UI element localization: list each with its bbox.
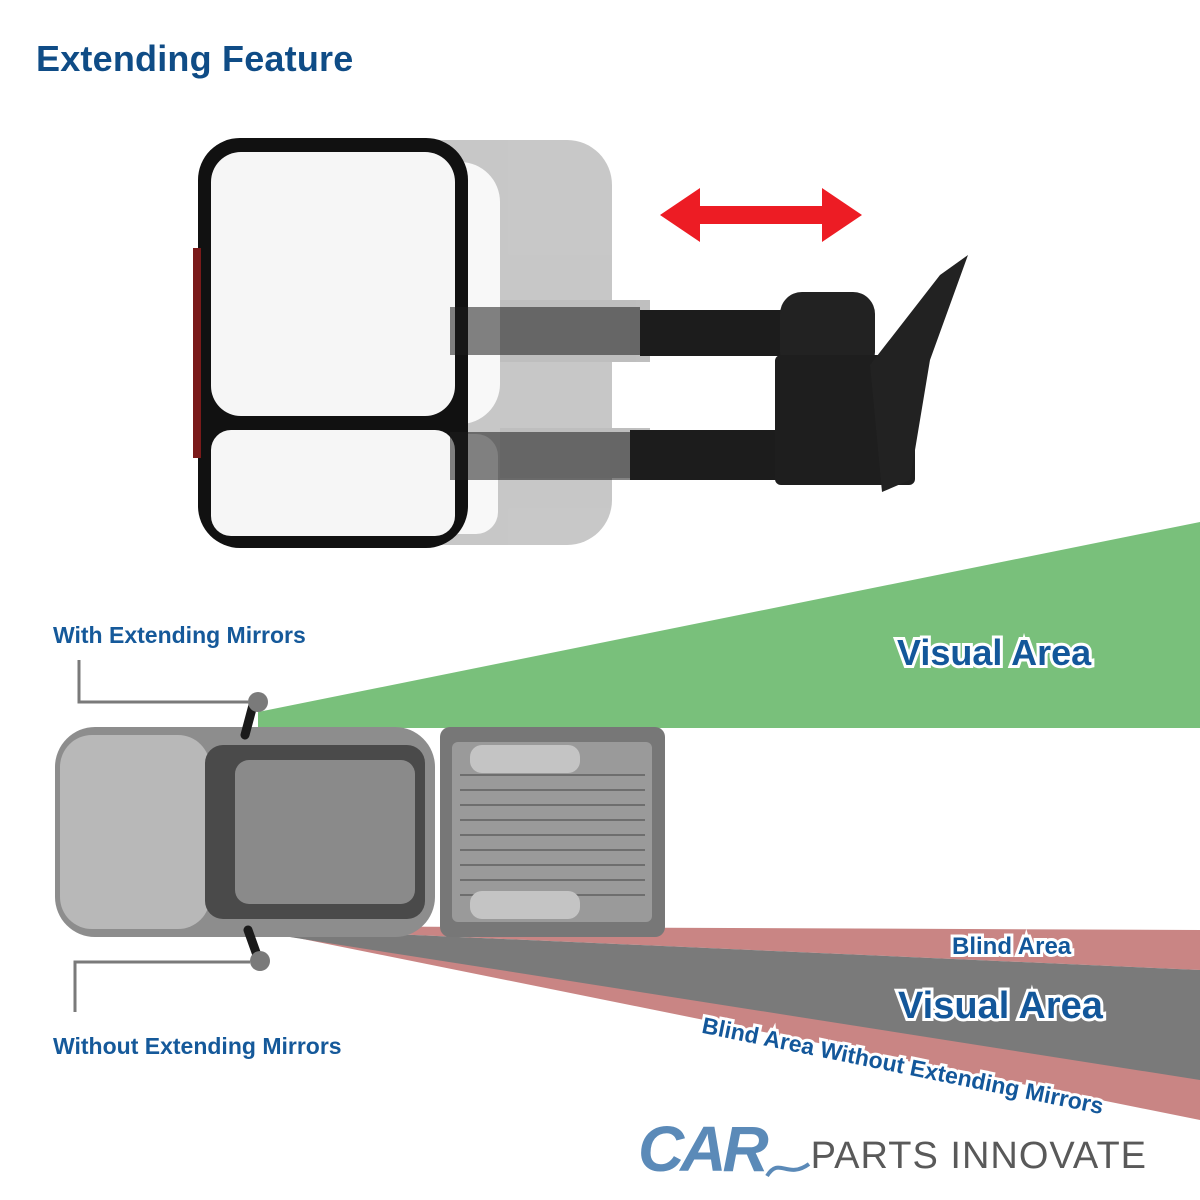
retracted-mirror — [193, 138, 468, 548]
with-mirrors-label: With Extending Mirrors — [53, 622, 306, 648]
logo-car-mark: CAR — [638, 1113, 769, 1185]
truck-top-view — [55, 727, 665, 937]
logo-swoosh-icon — [764, 1162, 810, 1178]
mirror-arm-top — [240, 700, 258, 740]
page-title: Extending Feature — [36, 38, 354, 79]
blind-area-top-label: Blind Area — [949, 930, 1074, 963]
standard-visual-zone — [258, 928, 1200, 1080]
brand-logo: CAR PARTS INNOVATE — [638, 1112, 1147, 1186]
mirror-point-top — [248, 692, 268, 712]
leader-lines — [73, 660, 250, 1012]
mirror-arms — [450, 255, 968, 492]
mirror-point-bottom — [250, 951, 270, 971]
standard-visual-label: Visual Area — [895, 982, 1106, 1030]
double-arrow-icon — [660, 188, 862, 242]
logo-wordmark: PARTS INNOVATE — [810, 1135, 1148, 1177]
without-mirrors-label: Without Extending Mirrors — [53, 1033, 342, 1059]
extended-visual-zone — [258, 522, 1200, 728]
blind-zone-bottom — [258, 930, 1200, 1120]
extended-visual-label: Visual Area — [894, 629, 1094, 676]
